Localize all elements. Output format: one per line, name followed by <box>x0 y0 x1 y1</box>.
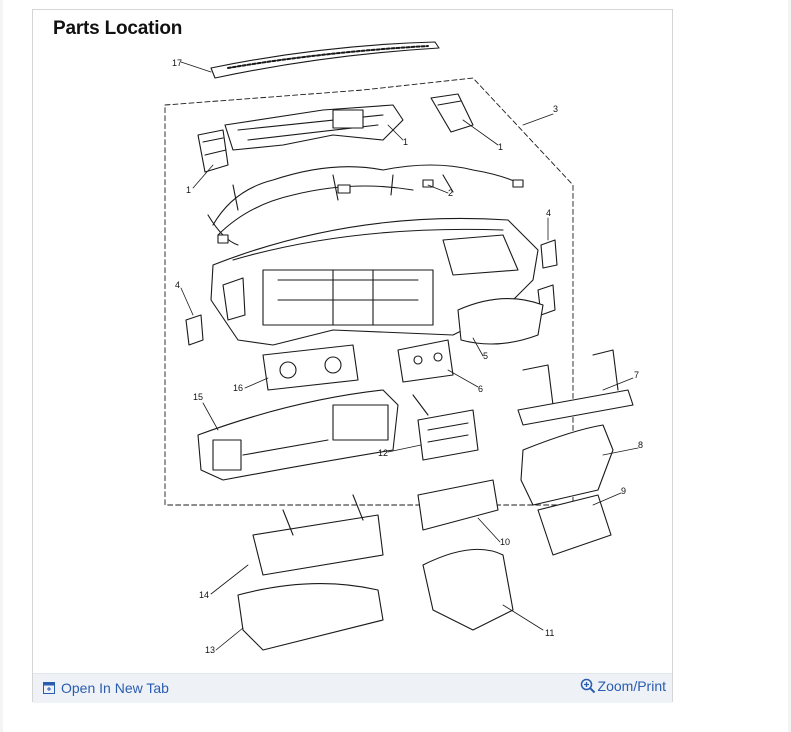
airbag-module <box>457 298 544 345</box>
callout-14: 14 <box>199 590 209 600</box>
callout-5: 5 <box>483 351 488 361</box>
defroster-grille <box>210 41 440 79</box>
callout-10: 10 <box>500 537 510 547</box>
leader-lines <box>180 61 639 651</box>
callout-16: 16 <box>233 383 243 393</box>
open-in-new-tab-icon <box>43 682 55 694</box>
callout-labels: 17 3 1 1 1 2 4 4 5 6 7 8 16 15 12 9 10 1… <box>172 58 643 655</box>
knee-bolster <box>237 583 384 651</box>
instrument-panel-pad <box>210 217 539 346</box>
open-in-new-tab-link[interactable]: Open In New Tab <box>43 680 169 696</box>
steering-column-bracket <box>517 349 634 426</box>
glove-box-door <box>537 494 612 556</box>
callout-17: 17 <box>172 58 182 68</box>
page-edge-left <box>0 0 3 732</box>
callout-1a: 1 <box>403 137 408 147</box>
radio-receiver <box>412 394 479 461</box>
callout-4b: 4 <box>175 280 180 290</box>
zoom-in-icon <box>580 678 595 694</box>
callout-1c: 1 <box>186 185 191 195</box>
footer-bar: Open In New Tab Zoom/Print <box>33 673 672 703</box>
open-in-new-tab-label: Open In New Tab <box>61 680 169 696</box>
callout-15: 15 <box>193 392 203 402</box>
callout-3: 3 <box>553 104 558 114</box>
knee-bolster-bracket <box>252 494 384 576</box>
callout-7: 7 <box>634 370 639 380</box>
parts-location-card: Parts Location <box>32 9 673 703</box>
side-vent-left <box>185 314 204 346</box>
callout-12: 12 <box>378 448 388 458</box>
side-vent-right <box>540 239 558 269</box>
callout-13: 13 <box>205 645 215 655</box>
callout-11: 11 <box>545 628 554 638</box>
callout-2: 2 <box>448 188 453 198</box>
parts-diagram: 17 3 1 1 1 2 4 4 5 6 7 8 16 15 12 9 10 1… <box>164 41 643 655</box>
air-ducts <box>197 93 474 173</box>
floor-console <box>422 548 514 631</box>
callout-4a: 4 <box>546 208 551 218</box>
ashtray <box>417 479 499 531</box>
callout-1b: 1 <box>498 142 503 152</box>
callout-9: 9 <box>621 486 626 496</box>
assembly-enclosure <box>164 77 574 506</box>
page-title: Parts Location <box>53 18 183 39</box>
zoom-print-label: Zoom/Print <box>597 678 666 694</box>
hvac-control <box>397 339 454 383</box>
zoom-print-link[interactable]: Zoom/Print <box>580 678 666 694</box>
instrument-cluster <box>262 344 359 391</box>
callout-6: 6 <box>478 384 483 394</box>
wiring-harness <box>207 164 524 246</box>
page-edge-right <box>788 0 791 732</box>
callout-8: 8 <box>638 440 643 450</box>
glove-box-housing <box>520 424 614 506</box>
instrument-panel-bezel <box>197 389 399 481</box>
